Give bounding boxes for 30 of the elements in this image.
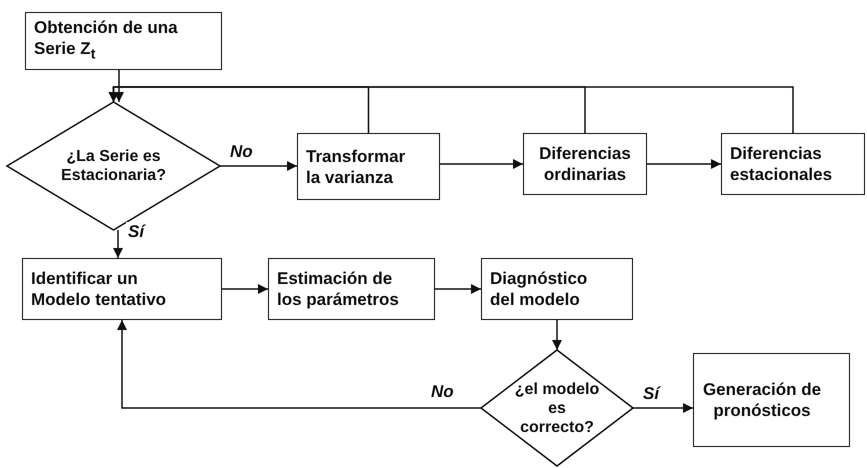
process-box — [297, 133, 440, 200]
process-box — [22, 258, 222, 320]
arrow — [220, 161, 297, 171]
arrow — [222, 284, 268, 294]
process-box — [693, 353, 850, 447]
arrow — [117, 320, 481, 409]
arrow — [435, 284, 481, 294]
node-text: ¿el modelo es correcto? — [514, 380, 600, 436]
node-text: Diagnóstico del modelo — [490, 268, 588, 310]
node-text: Transformar la varianza — [306, 146, 406, 188]
node-text: Obtención de una Serie Z$_{t}$ — [34, 16, 179, 64]
node-text: ¿La Serie es Estacionaria? — [60, 147, 167, 185]
process-box — [481, 258, 633, 320]
node-text: Generación de pronósticos — [702, 379, 822, 421]
arrow — [647, 159, 721, 169]
node-text: Identificar un Modelo tentativo — [31, 268, 168, 310]
node-text: Diferencias ordinarias — [538, 143, 632, 185]
node-text: Diferencias estacionales — [730, 143, 834, 185]
arrow — [113, 230, 123, 258]
arrow — [552, 320, 562, 350]
decision-diamond — [481, 350, 633, 466]
process-box — [268, 258, 435, 320]
process-box — [721, 133, 865, 195]
arrow — [114, 70, 124, 102]
arrow — [440, 159, 523, 169]
arrow — [633, 403, 693, 413]
process-box — [523, 133, 647, 195]
arrow — [108, 86, 794, 133]
process-box — [25, 12, 222, 70]
node-text: Estimación de los parámetros — [277, 268, 400, 310]
